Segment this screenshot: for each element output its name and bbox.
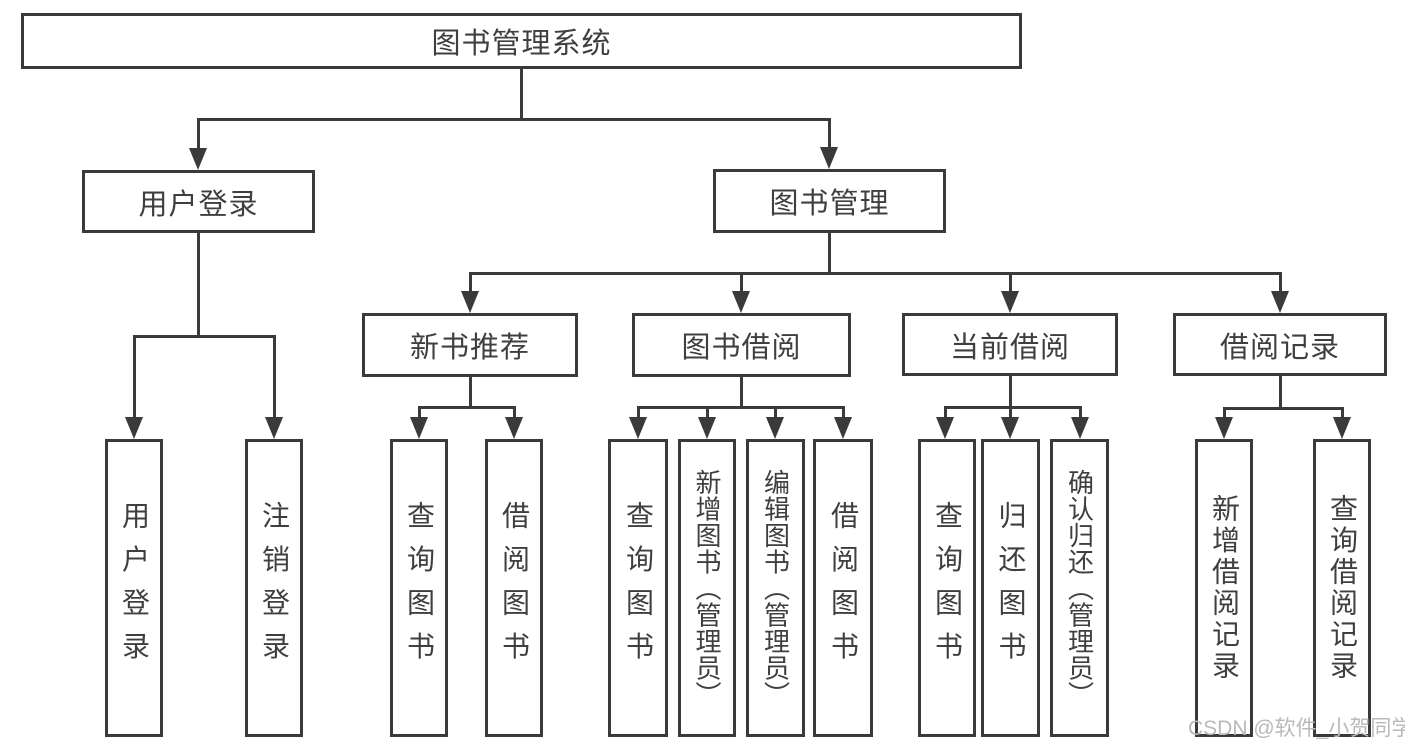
connector-line bbox=[418, 407, 421, 421]
connector-line bbox=[520, 68, 523, 119]
node-root: 图书管理系统 bbox=[21, 13, 1022, 69]
node-new-book-recommend: 新书推荐 bbox=[362, 313, 578, 377]
node-label: 图书管理 bbox=[769, 188, 890, 220]
arrow-down-icon bbox=[1215, 417, 1233, 439]
arrow-down-icon bbox=[461, 291, 479, 313]
leaf-search-borrow-record: 查询借阅记录 bbox=[1313, 439, 1371, 737]
arrow-down-icon bbox=[505, 417, 523, 439]
connector-line bbox=[1079, 407, 1082, 421]
arrow-down-icon bbox=[1271, 291, 1289, 313]
connector-line bbox=[469, 377, 472, 407]
connector-line bbox=[774, 407, 777, 421]
connector-line bbox=[469, 272, 1282, 275]
arrow-down-icon bbox=[629, 417, 647, 439]
node-book-borrowing: 图书借阅 bbox=[632, 313, 851, 377]
connector-line bbox=[513, 407, 516, 421]
node-user-login-branch: 用户登录 bbox=[82, 170, 315, 233]
leaf-add-book-admin: 新增图书（管理员） bbox=[678, 439, 736, 737]
node-label: 图书管理系统 bbox=[431, 28, 612, 60]
arrow-down-icon bbox=[1071, 417, 1089, 439]
connector-line bbox=[197, 118, 831, 121]
connector-line bbox=[469, 273, 472, 295]
arrow-down-icon bbox=[1001, 291, 1019, 313]
node-label: 借阅记录 bbox=[1219, 331, 1340, 364]
connector-line bbox=[1009, 407, 1012, 421]
arrow-down-icon bbox=[936, 417, 954, 439]
connector-line bbox=[740, 273, 743, 295]
connector-line bbox=[706, 407, 709, 421]
connector-line bbox=[944, 407, 947, 421]
node-borrow-records: 借阅记录 bbox=[1173, 313, 1387, 376]
leaf-return-book: 归还图书 bbox=[981, 439, 1040, 737]
connector-line bbox=[1279, 273, 1282, 295]
leaf-add-borrow-record: 新增借阅记录 bbox=[1195, 439, 1253, 737]
connector-line bbox=[1009, 273, 1012, 295]
arrow-down-icon bbox=[265, 417, 283, 439]
node-label: 新书推荐 bbox=[409, 332, 530, 364]
arrow-down-icon bbox=[189, 148, 207, 170]
connector-line bbox=[842, 407, 845, 421]
node-label: 当前借阅 bbox=[949, 331, 1070, 364]
connector-line bbox=[740, 377, 743, 407]
connector-line bbox=[133, 335, 276, 338]
arrow-down-icon bbox=[732, 291, 750, 313]
arrow-down-icon bbox=[820, 147, 838, 169]
arrow-down-icon bbox=[1333, 417, 1351, 439]
connector-line bbox=[197, 233, 200, 336]
leaf-edit-book-admin: 编辑图书（管理员） bbox=[746, 439, 805, 737]
connector-line bbox=[1341, 408, 1344, 421]
node-label: 图书借阅 bbox=[681, 332, 802, 364]
connector-line bbox=[637, 406, 845, 409]
leaf-search-books-recommend: 查询图书 bbox=[390, 439, 448, 737]
node-current-borrowing: 当前借阅 bbox=[902, 313, 1118, 376]
arrow-down-icon bbox=[125, 417, 143, 439]
leaf-confirm-return-admin: 确认归还（管理员） bbox=[1050, 439, 1109, 737]
arrow-down-icon bbox=[766, 417, 784, 439]
connector-line bbox=[944, 406, 1082, 409]
leaf-borrow-books-borrowing: 借阅图书 bbox=[813, 439, 873, 737]
connector-line bbox=[828, 233, 831, 273]
connector-line bbox=[133, 336, 136, 421]
node-book-management: 图书管理 bbox=[713, 169, 946, 233]
node-label: 用户登录 bbox=[138, 188, 259, 221]
connector-line bbox=[197, 119, 200, 152]
leaf-borrow-books-recommend: 借阅图书 bbox=[485, 439, 543, 737]
leaf-search-books-borrowing: 查询图书 bbox=[608, 439, 668, 737]
connector-line bbox=[1009, 376, 1012, 407]
leaf-search-books-current: 查询图书 bbox=[918, 439, 976, 737]
arrow-down-icon bbox=[1001, 417, 1019, 439]
connector-line bbox=[637, 407, 640, 421]
leaf-logout: 注销登录 bbox=[245, 439, 303, 737]
connector-line bbox=[828, 119, 831, 151]
leaf-user-login: 用户登录 bbox=[105, 439, 163, 737]
connector-line bbox=[1223, 407, 1344, 410]
connector-line bbox=[418, 406, 516, 409]
connector-line bbox=[1223, 408, 1226, 421]
connector-line bbox=[273, 336, 276, 421]
arrow-down-icon bbox=[834, 417, 852, 439]
arrow-down-icon bbox=[698, 417, 716, 439]
csdn-watermark: CSDN @软件_小贺同学 bbox=[1188, 717, 1405, 740]
arrow-down-icon bbox=[410, 417, 428, 439]
connector-line bbox=[1279, 376, 1282, 408]
